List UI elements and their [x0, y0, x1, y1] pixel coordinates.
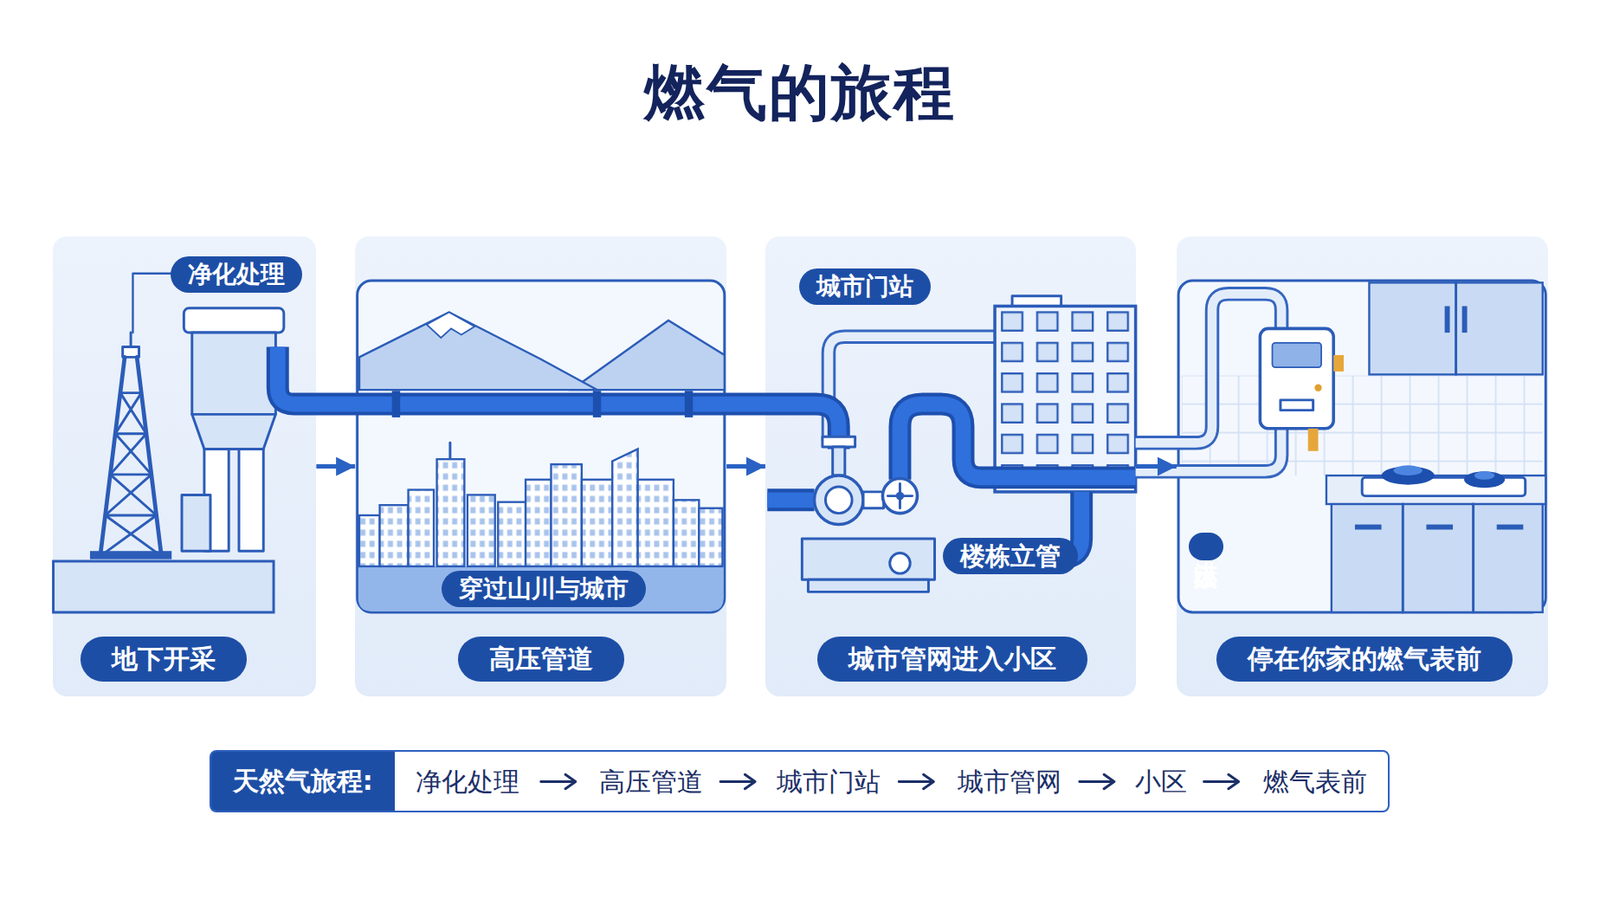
vertical-pill: 进入小区 [1188, 532, 1224, 561]
page-title: 燃气的旅程 [0, 52, 1600, 135]
stage-panel: 高压管道 穿过山川与城市 [354, 236, 727, 696]
pill-text: 楼栋立管 [960, 541, 1061, 571]
stage-panel: 城市管网进入小区 城市门站楼栋立管 [765, 236, 1136, 696]
step-label: 高压管道 [599, 763, 704, 800]
flow-arrow [1135, 464, 1177, 469]
label-pill: 净化处理 [170, 256, 303, 293]
pill-text: 穿过山川与城市 [458, 574, 629, 603]
stage-label: 停在你家的燃气表前 [1216, 636, 1513, 682]
step-label: 城市管网 [957, 763, 1062, 800]
step-label: 燃气表前 [1263, 763, 1368, 800]
pill-text: 进入小区 [1193, 542, 1220, 550]
step-label: 小区 [1135, 763, 1188, 800]
summary-bar: 天然气旅程: 净化处理 高压管道 城市门站 城市管网 小区 燃气表前 [209, 749, 1391, 813]
step-label: 城市门站 [776, 763, 881, 800]
stage-panel: 停在你家的燃气表前 进入小区 [1176, 236, 1549, 696]
stage-panel: 地下开采 净化处理 [52, 236, 317, 696]
step-label: 净化处理 [415, 763, 520, 800]
stage-label: 高压管道 [458, 636, 625, 682]
pill-text: 净化处理 [187, 259, 285, 289]
label-pill: 穿过山川与城市 [441, 570, 646, 607]
label-pill: 楼栋立管 [942, 537, 1078, 575]
stage-label: 地下开采 [80, 636, 247, 682]
stage-label: 城市管网进入小区 [817, 636, 1088, 682]
pill-text: 城市门站 [816, 271, 914, 301]
summary-heading: 天然气旅程: [211, 751, 395, 811]
flow-arrow [726, 464, 766, 469]
flow-arrow [316, 464, 355, 469]
label-pill: 城市门站 [799, 268, 931, 305]
